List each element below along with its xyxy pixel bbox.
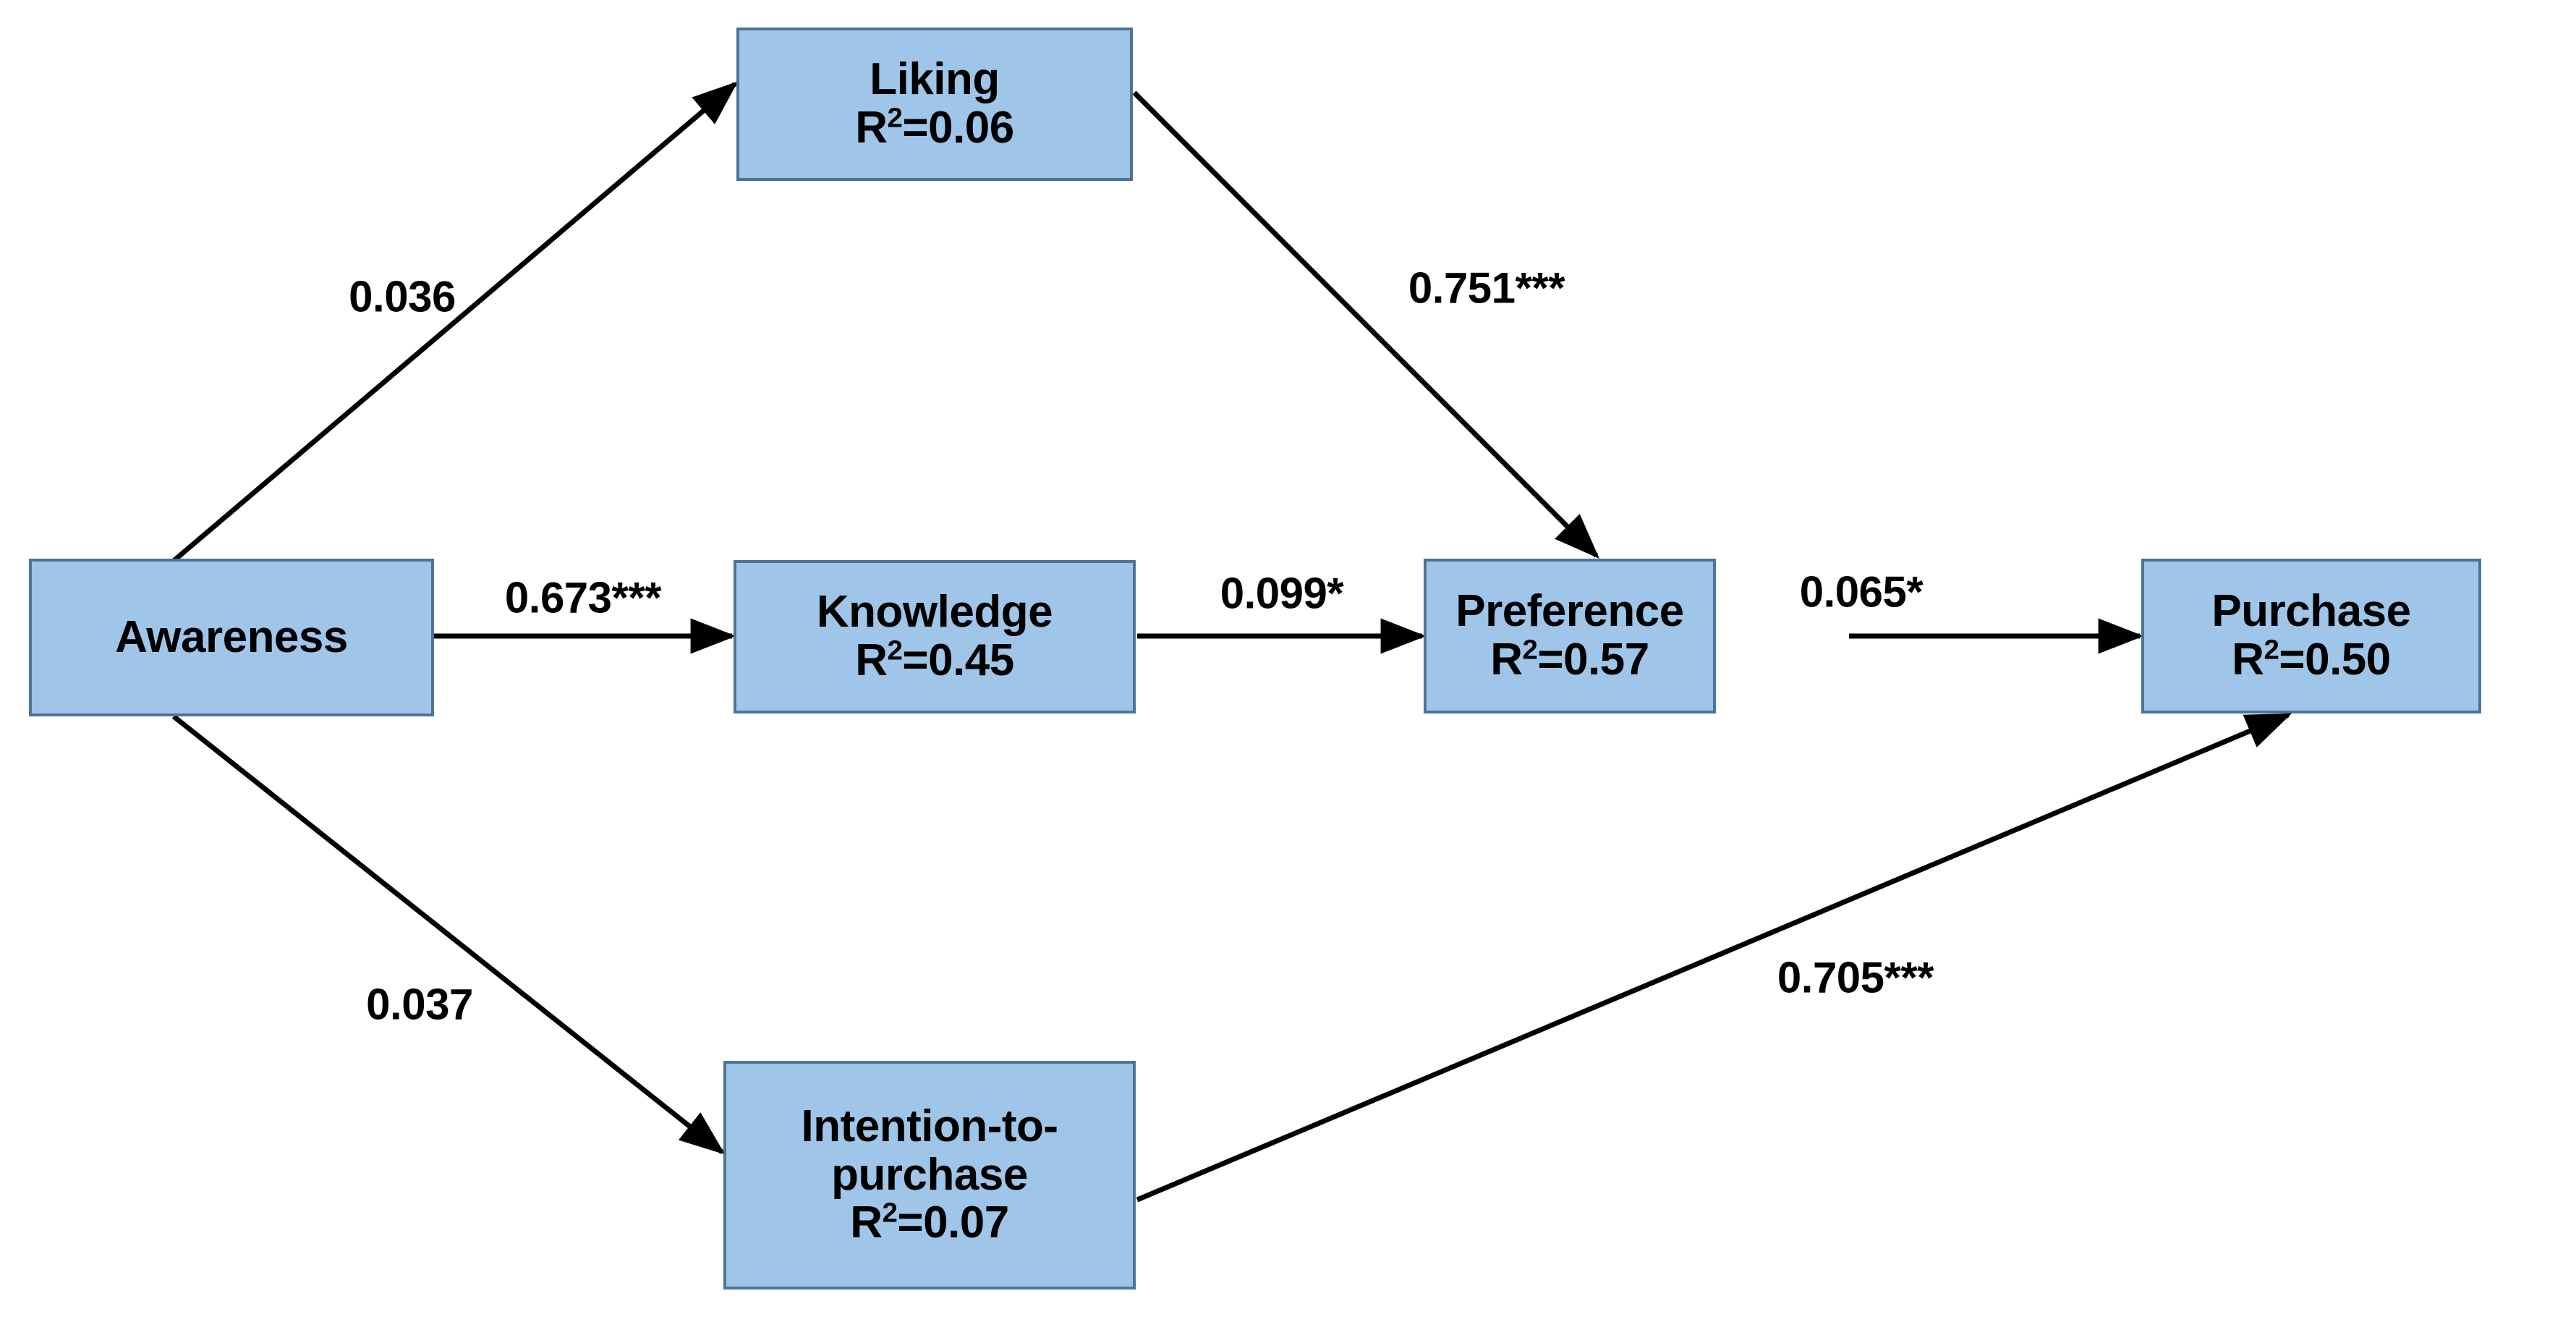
node-liking[interactable]: Liking R2=0.06 [736, 27, 1133, 181]
edge-label-liking-to-preference: 0.751*** [1408, 263, 1565, 313]
node-intention-label-line2: purchase [831, 1149, 1028, 1200]
node-intention-to-purchase[interactable]: Intention-to- purchase R2=0.07 [723, 1061, 1136, 1290]
node-purchase-label: Purchase [2211, 586, 2411, 637]
node-liking-label: Liking [870, 54, 1000, 105]
node-intention-r2: R2=0.07 [850, 1197, 1009, 1248]
node-intention-label-line1: Intention-to- [801, 1101, 1058, 1151]
edge-label-awareness-to-knowledge: 0.673*** [504, 573, 662, 622]
node-purchase[interactable]: Purchase R2=0.50 [2141, 559, 2481, 713]
edge-label-awareness-to-liking: 0.036 [349, 272, 456, 321]
edge-arrow-intention-to-purchase [1136, 712, 2292, 1203]
edge-label-awareness-to-intention: 0.037 [366, 980, 473, 1029]
edge-label-knowledge-to-preference: 0.099* [1220, 569, 1344, 618]
node-knowledge-label: Knowledge [816, 587, 1053, 638]
node-knowledge[interactable]: Knowledge R2=0.45 [734, 560, 1136, 713]
node-preference-label: Preference [1455, 586, 1684, 637]
node-knowledge-r2: R2=0.45 [855, 635, 1014, 685]
node-preference-r2: R2=0.57 [1490, 634, 1649, 685]
edge-arrow-awareness-to-liking [171, 81, 739, 563]
node-liking-r2: R2=0.06 [855, 102, 1014, 153]
node-awareness-label: Awareness [115, 611, 348, 662]
node-purchase-r2: R2=0.50 [2232, 634, 2391, 685]
node-preference[interactable]: Preference R2=0.57 [1424, 559, 1716, 713]
edge-arrow-awareness-to-intention [171, 714, 726, 1155]
edge-label-intention-to-purchase: 0.705*** [1777, 953, 1934, 1002]
edge-label-preference-to-purchase: 0.065* [1799, 567, 1924, 617]
node-awareness[interactable]: Awareness [29, 559, 434, 716]
edge-arrow-liking-to-preference [1132, 90, 1599, 559]
